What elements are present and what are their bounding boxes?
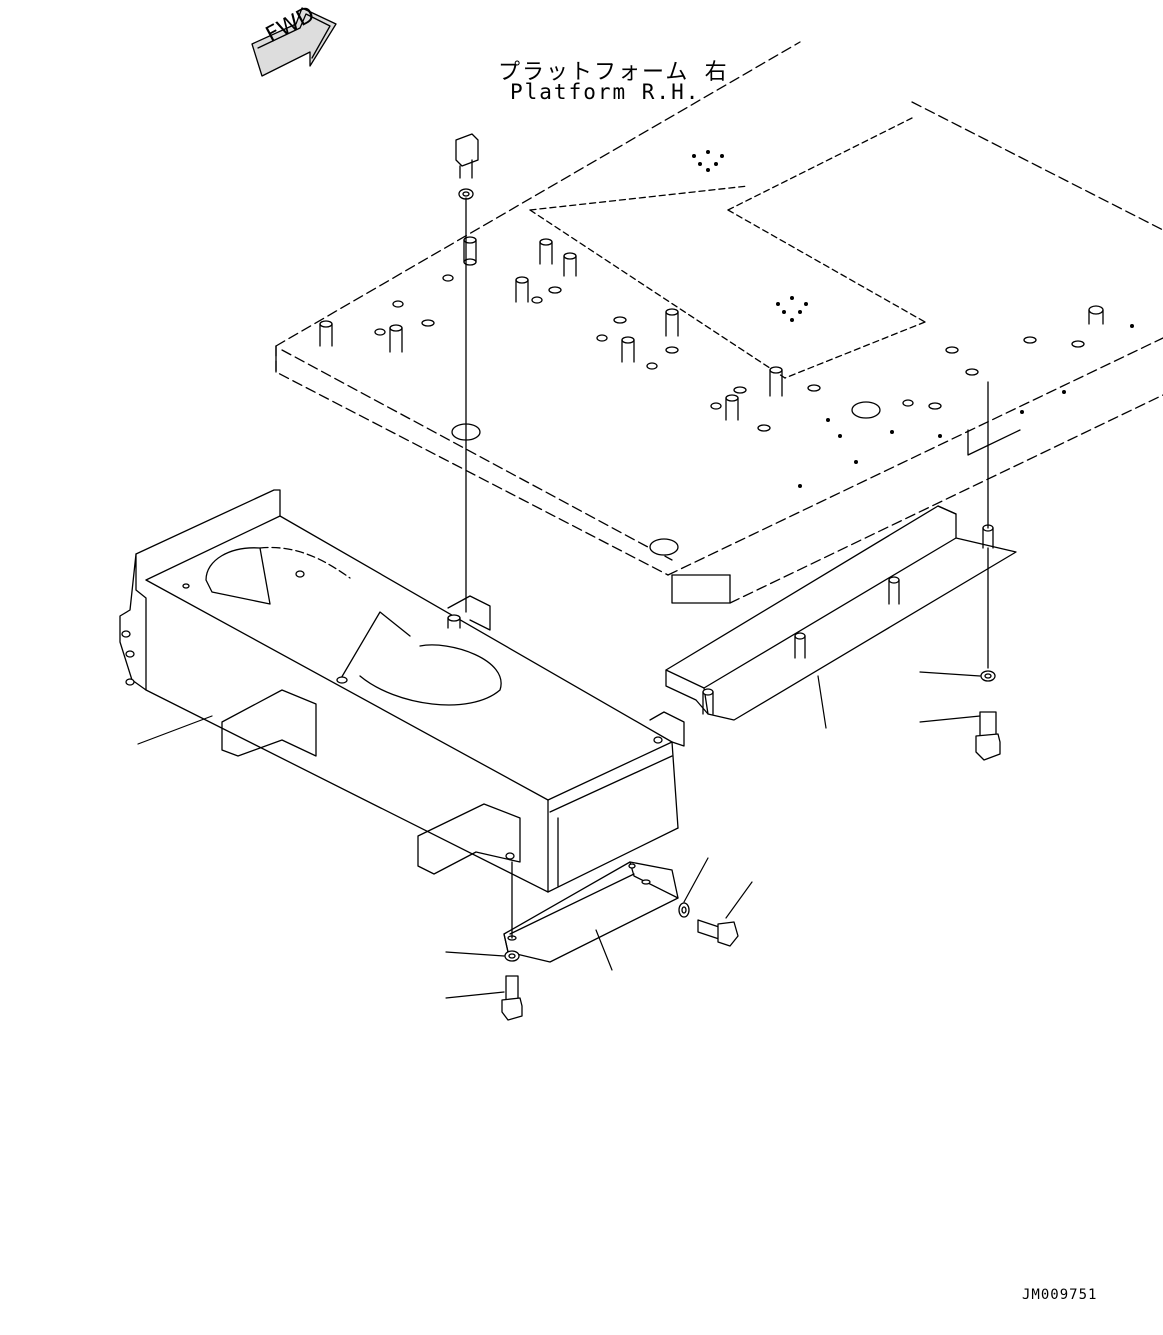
side-bolt bbox=[697, 919, 739, 947]
lower-bolt bbox=[501, 975, 523, 1021]
platform-edge bbox=[275, 345, 1163, 604]
top-bolt bbox=[455, 133, 479, 200]
fwd-arrow-icon bbox=[251, 7, 337, 77]
long-bracket bbox=[665, 505, 1017, 721]
leader-lines bbox=[137, 671, 981, 999]
right-washer bbox=[980, 670, 996, 682]
base-frame bbox=[119, 489, 685, 893]
platform-holes bbox=[692, 150, 1134, 488]
side-washer bbox=[678, 902, 690, 918]
platform-bosses bbox=[319, 236, 1104, 556]
drawing-code: JM009751 bbox=[1022, 1287, 1098, 1303]
title-english: Platform R.H. bbox=[510, 80, 701, 104]
title-japanese: プラットフォーム 右 bbox=[498, 60, 729, 85]
small-bracket bbox=[503, 861, 679, 963]
right-bolt bbox=[975, 711, 1001, 761]
base-frame-holes bbox=[121, 570, 663, 860]
lower-washer bbox=[504, 950, 520, 962]
platform-plate bbox=[275, 41, 1163, 576]
